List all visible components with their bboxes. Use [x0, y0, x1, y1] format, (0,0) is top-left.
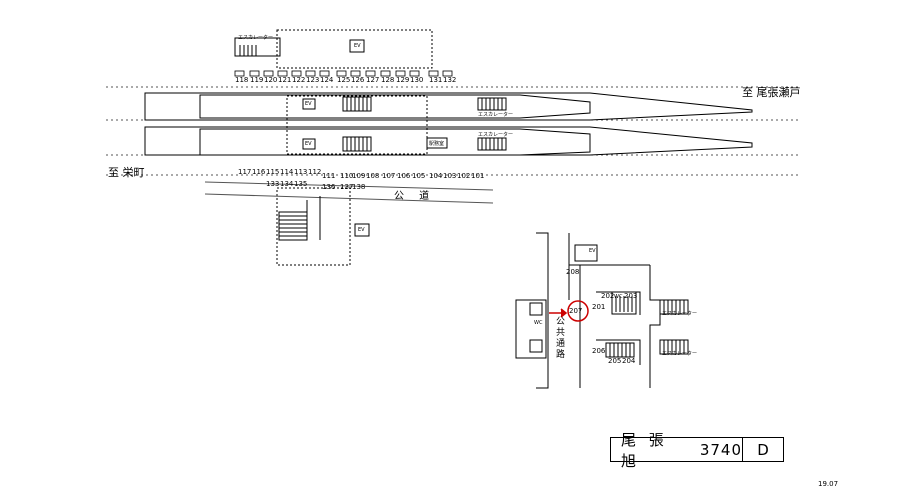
board-markers [234, 70, 453, 77]
board-number: 121 [278, 76, 292, 84]
version-label: 19.07 [818, 480, 839, 488]
board-number: 114 [280, 168, 294, 176]
board-number: 129 [396, 76, 410, 84]
board-number: 132 [443, 76, 457, 84]
inset-number: 202 [601, 292, 615, 300]
station-name-text: 尾 張 旭 [621, 430, 668, 470]
board-number: 116 [252, 168, 266, 176]
board-number: 120 [264, 76, 278, 84]
escalator-label-north: エスカレーター [478, 112, 514, 118]
inset-wc-label-2: WC [614, 294, 623, 300]
board-number: 110 [340, 172, 354, 180]
board-number: 109 [352, 172, 366, 180]
board-number: 118 [235, 76, 249, 84]
top-escalator [234, 37, 281, 57]
south-platform-stairs [342, 136, 507, 152]
lower-escalator [278, 196, 321, 241]
elevator-label-north: EV [305, 101, 312, 107]
board-number: 108 [366, 172, 380, 180]
board-number: 134 [280, 180, 294, 188]
board-number: 111 [322, 172, 336, 180]
highlight-circle [567, 300, 589, 322]
station-office-label: 駅務室 [429, 141, 445, 147]
inset-map [515, 232, 689, 389]
board-number: 137 [340, 183, 354, 191]
north-platform-stairs [342, 96, 507, 112]
station-title-box: 尾 張 旭 3740 D [610, 431, 784, 470]
board-number: 128 [381, 76, 395, 84]
highlight-arrow [549, 308, 568, 318]
board-number: 112 [308, 168, 322, 176]
board-number: 131 [429, 76, 443, 84]
board-number: 117 [238, 168, 252, 176]
board-number: 102 [457, 172, 471, 180]
inset-number: 201 [592, 303, 606, 311]
inset-number: 204 [622, 357, 636, 365]
station-office [426, 137, 448, 149]
station-name: 尾 張 旭 3740 [611, 431, 743, 470]
board-number: 119 [250, 76, 264, 84]
station-number: 3740 [699, 440, 742, 459]
inset-number: 207 [569, 307, 583, 315]
board-number: 107 [382, 172, 396, 180]
board-number: 103 [443, 172, 457, 180]
board-number: 101 [471, 172, 485, 180]
inset-elevator-label: EV [589, 248, 596, 254]
station-code: D [757, 440, 769, 459]
board-number: 122 [292, 76, 306, 84]
elevator-label-south: EV [305, 141, 312, 147]
board-number: 135 [294, 180, 308, 188]
inset-number: 206 [592, 347, 606, 355]
road [204, 181, 494, 204]
board-number: 136 [322, 183, 336, 191]
corridor [276, 29, 433, 266]
board-number: 105 [412, 172, 426, 180]
inset-escalator-label: エスカレーター [662, 311, 698, 317]
board-number: 124 [320, 76, 334, 84]
elevators [302, 39, 370, 237]
board-number: 113 [294, 168, 308, 176]
board-number: 123 [306, 76, 320, 84]
direction-owari-seto: 至 尾張瀬戸 [742, 86, 801, 99]
board-number: 106 [397, 172, 411, 180]
board-number: 133 [266, 180, 280, 188]
road-label: 公 道 [394, 191, 436, 202]
inset-number: 205 [608, 357, 622, 365]
escalator-label-south: エスカレーター [478, 132, 514, 138]
inset-escalator-label-2: エスカレーター [662, 351, 698, 357]
board-number: 138 [352, 183, 366, 191]
elevator-label-lower: EV [358, 227, 365, 233]
public-passage-label: 公共通路 [554, 316, 564, 360]
board-number: 125 [337, 76, 351, 84]
inset-number: 203 [624, 292, 638, 300]
direction-sakaemachi: 至 栄町 [108, 166, 145, 179]
board-number: 104 [429, 172, 443, 180]
elevator-label-top: EV [354, 43, 361, 49]
board-number: 127 [366, 76, 380, 84]
board-number: 126 [351, 76, 365, 84]
board-number: 115 [266, 168, 280, 176]
inset-wc-label: WC [534, 320, 543, 326]
platform-north [144, 92, 753, 121]
board-number: 130 [410, 76, 424, 84]
escalator-label-top: エスカレーター [238, 35, 274, 41]
platform-south [144, 126, 753, 156]
railway-tracks [106, 86, 800, 176]
inset-number: 208 [566, 268, 580, 276]
